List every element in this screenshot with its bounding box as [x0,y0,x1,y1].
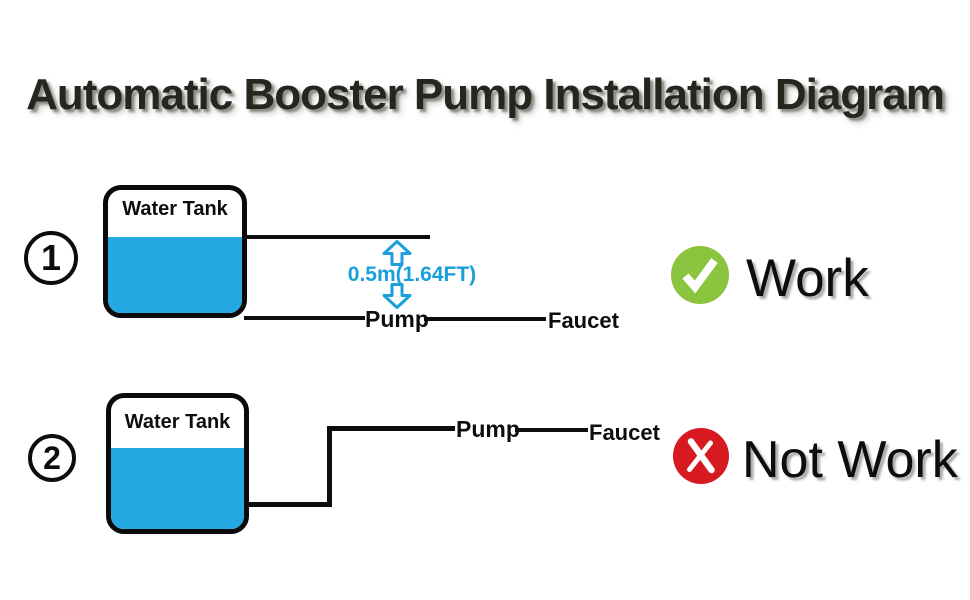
scenario-2-upper-pipe [327,426,455,431]
scenario-1-tank-label: Water Tank [122,198,228,220]
scenario-1-upper-pipe [244,235,430,239]
scenario-1-lower-pipe-left [244,316,365,320]
scenario-1-number: 1 [24,231,78,285]
scenario-1-number-label: 1 [40,237,62,278]
check-icon [671,246,729,304]
scenario-1-water-tank: Water Tank [103,185,247,318]
scenario-2-water-tank: Water Tank [106,393,249,534]
scenario-2-water-fill [111,448,244,529]
scenario-2-status-label: Not Work [742,431,958,489]
scenario-2-faucet-pipe [515,428,588,432]
scenario-1-pump-label: Pump [365,306,429,332]
scenario-2-tank-label: Water Tank [124,411,231,433]
scenario-2-number: 2 [28,434,76,482]
down-arrow-icon [382,283,412,309]
scenario-2-riser-pipe [327,426,332,507]
scenario-2-outlet-pipe [246,502,332,507]
scenario-1-water-fill [108,237,242,313]
x-icon [673,428,729,484]
scenario-2-faucet-label: Faucet [589,420,660,445]
diagram-title: Automatic Booster Pump Installation Diag… [26,70,945,119]
scenario-1-lower-pipe-right [424,317,546,321]
scenario-1-faucet-label: Faucet [548,308,619,333]
up-arrow-icon [382,240,412,266]
distance-label: 0.5m(1.64FT) [347,263,477,286]
scenario-2-pump-label: Pump [456,416,520,442]
scenario-2-number-label: 2 [43,439,61,476]
scenario-1-status-label: Work [746,249,869,308]
